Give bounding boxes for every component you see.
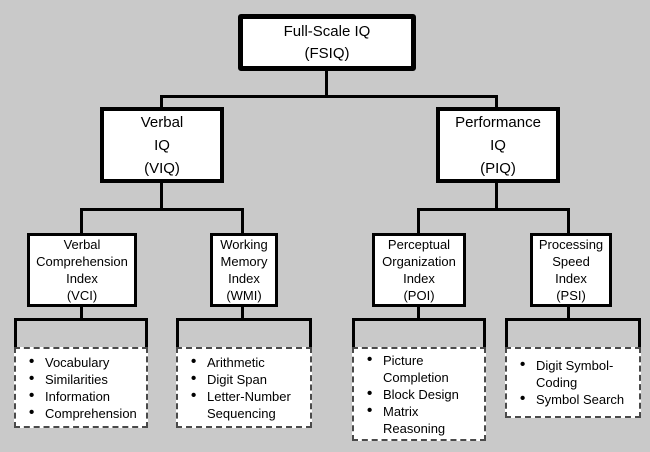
node-label-line: Speed: [552, 254, 590, 269]
node-label-line: IQ: [490, 136, 506, 154]
bracket-poi-right: [483, 318, 486, 349]
node-performance-iq: Performance IQ (PIQ): [436, 107, 560, 183]
subtest-items: Vocabulary Similarities Information Comp…: [16, 349, 146, 427]
bracket-vci-right: [145, 318, 148, 349]
node-label-line: Working: [220, 237, 268, 252]
node-working-memory-index: Working Memory Index (WMI): [210, 233, 278, 307]
node-full-scale-iq: Full-Scale IQ (FSIQ): [238, 14, 416, 71]
node-label-line: (VIQ): [144, 159, 180, 177]
subtest-item: Comprehension: [16, 404, 142, 422]
subtest-list-poi: Picture Completion Block Design Matrix R…: [352, 347, 486, 441]
bracket-wmi-left: [176, 318, 179, 349]
node-verbal-iq: Verbal IQ (VIQ): [100, 107, 224, 183]
subtest-item: Arithmetic: [178, 353, 306, 371]
subtest-items: Digit Symbol-Coding Symbol Search: [507, 352, 639, 413]
node-label-line: Memory: [220, 254, 268, 269]
subtest-item: Similarities: [16, 370, 142, 388]
bracket-wmi-top: [176, 318, 312, 321]
node-label-line: Processing: [538, 237, 604, 252]
node-label-line: Index: [66, 271, 98, 286]
subtest-item: Symbol Search: [507, 390, 635, 408]
node-label-line: (PSI): [556, 288, 586, 303]
subtest-list-psi: Digit Symbol-Coding Symbol Search: [505, 347, 641, 418]
node-label-line: Comprehension: [36, 254, 128, 269]
bracket-psi-left: [505, 318, 508, 349]
connector-vci-stem: [80, 305, 83, 321]
subtest-item: Information: [16, 387, 142, 405]
node-label-line: (VCI): [66, 288, 98, 303]
connector-psi-drop: [567, 208, 570, 234]
connector-wmi-stem: [241, 305, 244, 321]
bracket-psi-right: [638, 318, 641, 349]
subtest-item: Vocabulary: [16, 353, 142, 371]
connector-viq-rail: [80, 208, 244, 211]
node-label-line: Organization: [382, 254, 456, 269]
node-label-line: (POI): [403, 288, 435, 303]
node-label-line: Performance: [455, 113, 541, 131]
connector-poi-stem: [417, 305, 420, 321]
connector-piq-drop: [495, 95, 498, 109]
subtest-items: Picture Completion Block Design Matrix R…: [354, 347, 484, 442]
node-processing-speed-index: Processing Speed Index (PSI): [530, 233, 612, 307]
subtest-item: Letter-Number Sequencing: [178, 387, 306, 422]
bracket-poi-top: [352, 318, 486, 321]
node-label-line: Verbal: [140, 113, 184, 131]
bracket-psi-top: [505, 318, 641, 321]
node-label-line: (WMI): [226, 288, 262, 303]
node-label-line: Index: [555, 271, 587, 286]
subtest-item: Digit Span: [178, 370, 306, 388]
connector-poi-drop: [417, 208, 420, 234]
subtest-item: Block Design: [354, 385, 480, 403]
subtest-items: Arithmetic Digit Span Letter-Number Sequ…: [178, 349, 310, 427]
node-label-line: Verbal: [63, 237, 101, 252]
node-label-line: Index: [403, 271, 435, 286]
bracket-wmi-right: [309, 318, 312, 349]
subtest-list-vci: Vocabulary Similarities Information Comp…: [14, 347, 148, 428]
connector-viq-stem: [160, 181, 163, 210]
node-verbal-comprehension-index: Verbal Comprehension Index (VCI): [27, 233, 137, 307]
connector-piq-rail: [417, 208, 570, 211]
connector-psi-stem: [567, 305, 570, 321]
connector-level2-rail: [160, 95, 498, 98]
node-label-line: IQ: [154, 136, 170, 154]
node-label-line: (FSIQ): [304, 44, 350, 62]
bracket-poi-left: [352, 318, 355, 349]
bracket-vci-left: [14, 318, 17, 349]
connector-viq-drop: [160, 95, 163, 109]
node-label-line: Index: [228, 271, 260, 286]
node-label-line: (PIQ): [480, 159, 516, 177]
connector-vci-drop: [80, 208, 83, 234]
subtest-list-wmi: Arithmetic Digit Span Letter-Number Sequ…: [176, 347, 312, 428]
node-label-line: Perceptual: [387, 237, 451, 252]
subtest-item: Digit Symbol-Coding: [507, 356, 635, 391]
subtest-item: Matrix Reasoning: [354, 402, 480, 437]
connector-wmi-drop: [241, 208, 244, 234]
connector-fsiq-stem: [325, 69, 328, 98]
bracket-vci-top: [14, 318, 148, 321]
subtest-item: Picture Completion: [354, 351, 480, 386]
node-label-line: Full-Scale IQ: [283, 22, 371, 40]
node-perceptual-organization-index: Perceptual Organization Index (POI): [372, 233, 466, 307]
connector-piq-stem: [495, 181, 498, 210]
